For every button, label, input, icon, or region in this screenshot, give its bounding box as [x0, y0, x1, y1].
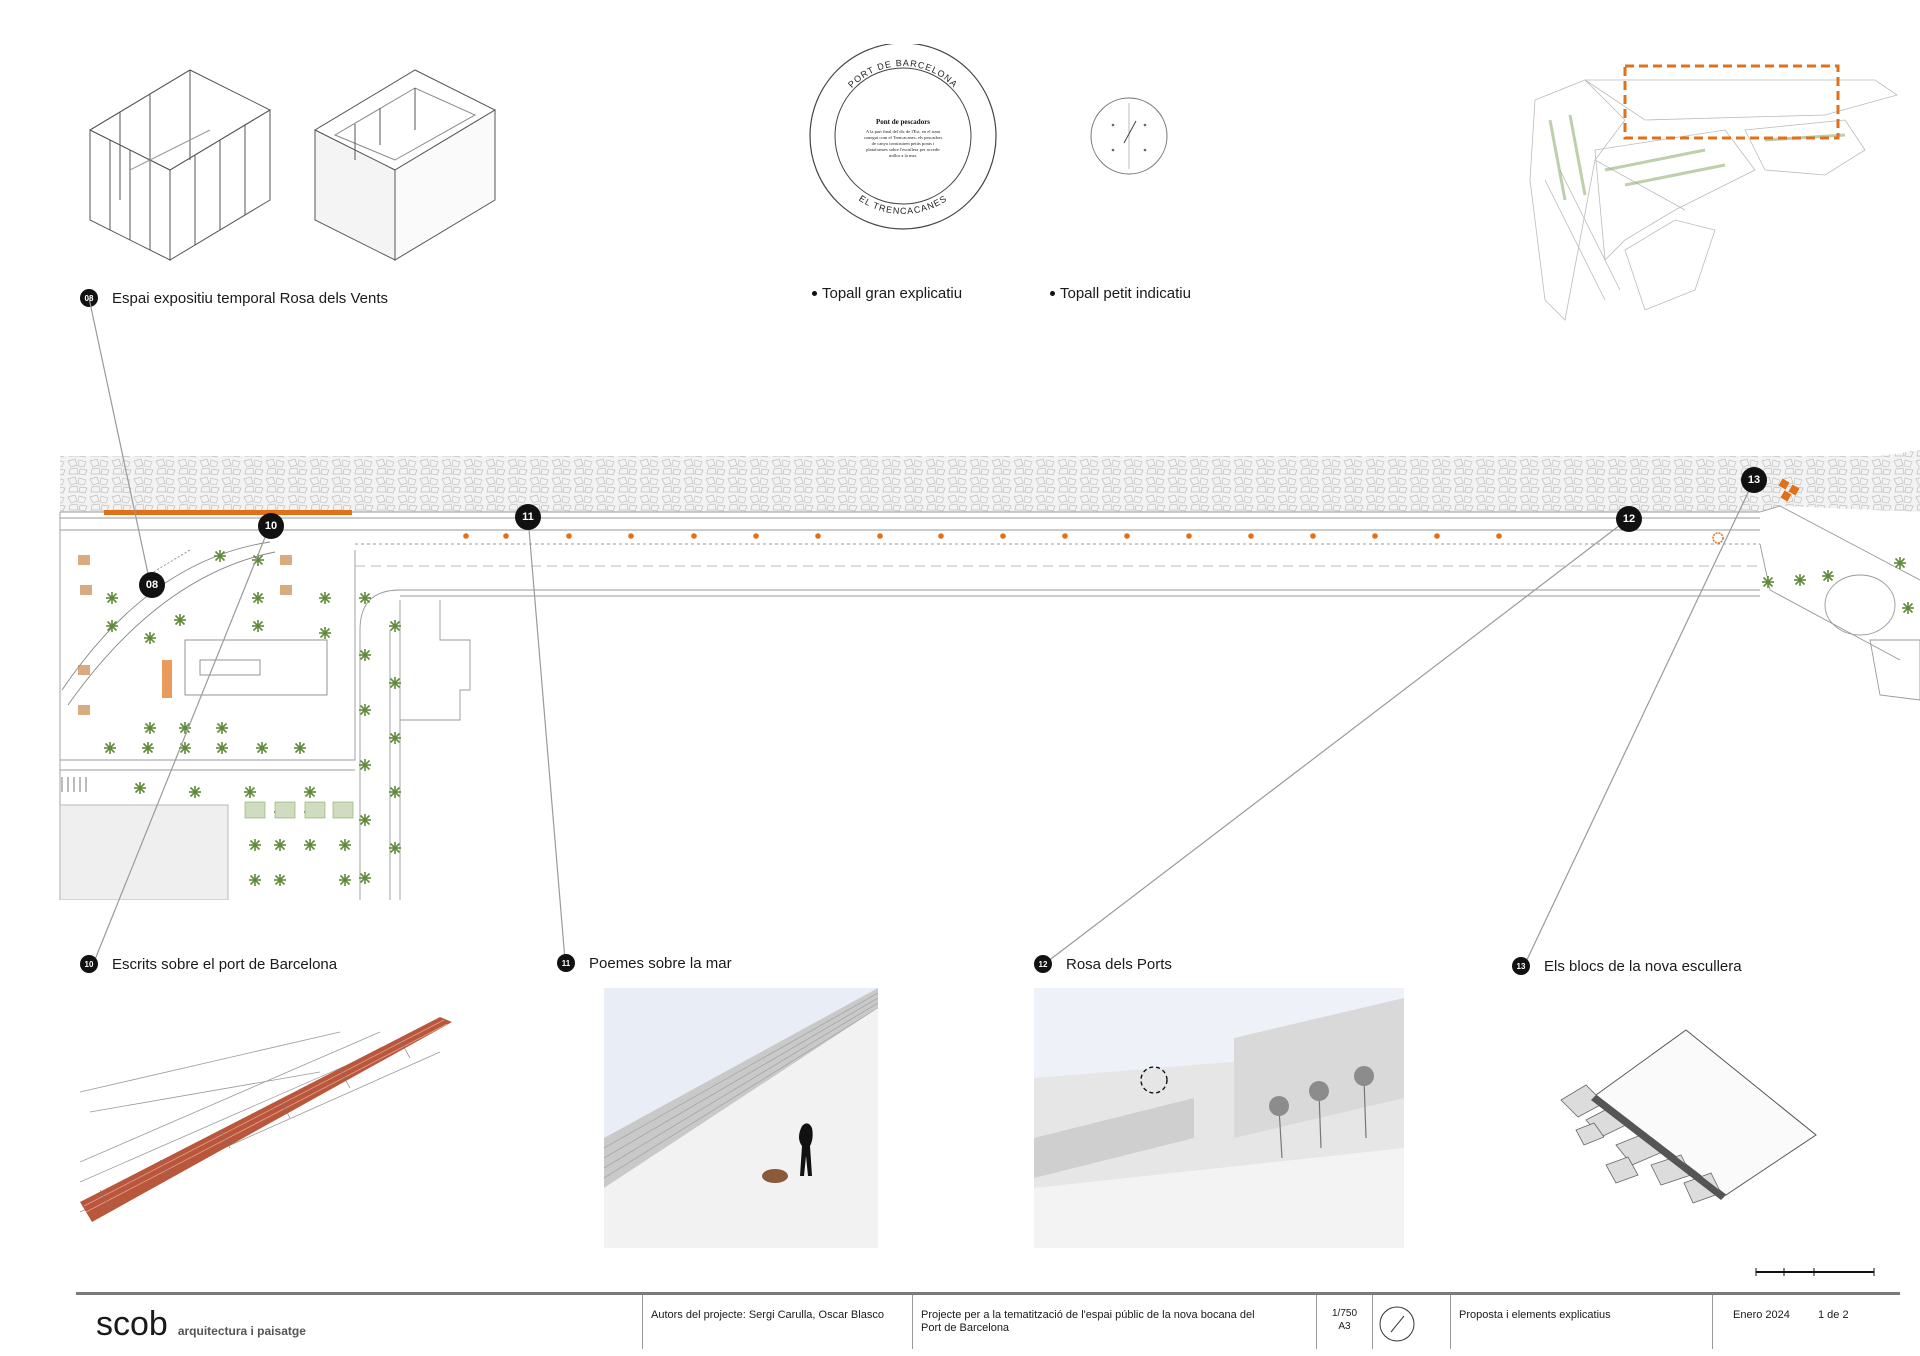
medallion-body-line: A la part final del dic de l'Est, en el …: [866, 129, 941, 135]
medallion-large-sign: PORT DE BARCELONA EL TRENCACANES Pont de…: [809, 44, 997, 230]
medallion-body-line: plataformes sobre l'escullera per accedi…: [866, 147, 940, 152]
paper-size: A3: [1338, 1321, 1351, 1332]
label-12-text: Rosa dels Ports: [1066, 955, 1172, 973]
label-10-text: Escrits sobre el port de Barcelona: [112, 955, 338, 973]
project-line-1: Projecte per a la tematització de l'espa…: [921, 1309, 1255, 1321]
render-escrits-bench: [80, 1017, 452, 1222]
label-topall-petit: Topall petit indicatiu: [1050, 285, 1191, 302]
sheet-number-cell: 1 de 2: [1812, 1295, 1900, 1349]
exhibition-pavilion-axonometric: [88, 69, 497, 261]
brand-name: scob: [96, 1305, 168, 1343]
date-cell: Enero 2024: [1712, 1295, 1812, 1349]
scale-cell: 1/750 A3: [1316, 1295, 1372, 1349]
medallion-body-line: millor a la mar.: [889, 153, 917, 158]
graphic-scale-bar: [1755, 1268, 1875, 1276]
label-10: 10 Escrits sobre el port de Barcelona: [80, 955, 337, 973]
label-topall-petit-text: Topall petit indicatiu: [1060, 285, 1191, 302]
marker-11: 11: [557, 954, 575, 972]
site-plan: [59, 450, 1920, 900]
render-rosa-dels-ports: [1034, 988, 1404, 1248]
label-12: 12 Rosa dels Ports: [1034, 955, 1172, 973]
label-13: 13 Els blocs de la nova escullera: [1512, 957, 1742, 975]
location-key-map: [1529, 64, 1898, 321]
plan-marker-10: 10: [258, 513, 284, 539]
project-cell: Projecte per a la tematització de l'espa…: [912, 1295, 1316, 1349]
north-arrow-icon: [1379, 1306, 1415, 1342]
render-poemes-sea-wall: [604, 988, 878, 1248]
plan-marker-11: 11: [515, 504, 541, 530]
plan-marker-08: 08: [139, 572, 165, 598]
north-cell: [1372, 1295, 1428, 1349]
label-topall-gran-text: Topall gran explicatiu: [822, 285, 963, 302]
medallion-title: Pont de pescadors: [876, 118, 930, 126]
marker-12: 12: [1034, 955, 1052, 973]
label-08-text: Espai expositiu temporal Rosa dels Vents: [112, 289, 388, 307]
authors: Autors del projecte: Sergi Carulla, Osca…: [651, 1309, 884, 1321]
authors-cell: Autors del projecte: Sergi Carulla, Osca…: [642, 1295, 912, 1349]
plan-marker-13: 13: [1741, 467, 1767, 493]
label-13-text: Els blocs de la nova escullera: [1544, 957, 1742, 975]
bullet-icon: [812, 291, 817, 296]
medallion-body-line: conegut com el Trencacanes, els pescador…: [864, 135, 943, 141]
marker-13: 13: [1512, 957, 1530, 975]
sheet-number: 1 de 2: [1818, 1309, 1849, 1321]
label-topall-gran: Topall gran explicatiu: [812, 285, 962, 302]
brand-subtitle: arquitectura i paisatge: [177, 1324, 306, 1338]
title-block: scob arquitectura i paisatge Autors del …: [76, 1292, 1900, 1349]
project-line-2: Port de Barcelona: [921, 1322, 1010, 1334]
date: Enero 2024: [1733, 1309, 1790, 1321]
marker-10: 10: [80, 955, 98, 973]
scale: 1/750: [1331, 1308, 1358, 1319]
render-blocs-escullera: [1560, 1029, 1817, 1204]
brand-logo: scob arquitectura i paisatge: [96, 1305, 306, 1344]
label-11: 11 Poemes sobre la mar: [557, 954, 732, 972]
small-indicator-sign-icon: [1090, 97, 1168, 175]
plan-marker-12: 12: [1616, 506, 1642, 532]
sheet-title-cell: Proposta i elements explicatius: [1450, 1295, 1712, 1349]
bullet-icon: [1050, 291, 1055, 296]
label-11-text: Poemes sobre la mar: [589, 954, 732, 972]
medallion-body-line: de canya construïren petits ponts i: [872, 141, 935, 146]
sheet-title: Proposta i elements explicatius: [1459, 1309, 1611, 1321]
